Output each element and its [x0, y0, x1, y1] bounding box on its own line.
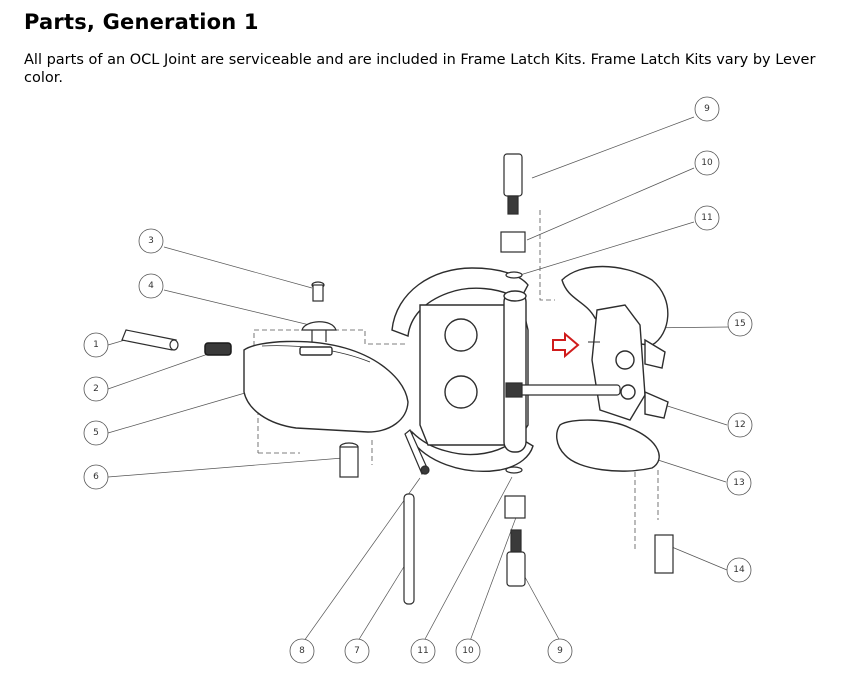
callout-marker: 5 — [83, 420, 109, 446]
callout-marker: 10 — [694, 150, 720, 176]
svg-text:11: 11 — [417, 646, 428, 656]
callout-marker: 13 — [726, 470, 752, 496]
spring-part-2 — [204, 342, 232, 356]
svg-text:7: 7 — [354, 646, 360, 656]
highlight-arrow-icon — [552, 331, 600, 359]
callout-markers: 9 10 11 3 4 15 1 2 12 5 13 6 14 8 7 11 1… — [83, 96, 753, 664]
leader-lines — [107, 116, 729, 642]
callout-marker: 9 — [547, 638, 573, 664]
callout-marker: 1 — [83, 332, 109, 358]
svg-text:15: 15 — [734, 319, 745, 329]
callout-marker: 12 — [727, 412, 753, 438]
screw-part-3 — [311, 281, 325, 302]
svg-text:12: 12 — [734, 420, 745, 430]
svg-text:13: 13 — [733, 478, 744, 488]
callout-marker: 6 — [83, 464, 109, 490]
callout-marker: 9 — [694, 96, 720, 122]
center-body-part — [391, 267, 534, 472]
pin-part-8 — [404, 429, 430, 475]
axle-part — [505, 382, 621, 398]
lever-part — [243, 340, 409, 433]
callout-marker: 10 — [455, 638, 481, 664]
bottom-bushing-part-10 — [504, 495, 526, 519]
page-title: Parts, Generation 1 — [24, 10, 259, 34]
svg-text:9: 9 — [557, 646, 563, 656]
pin-part-1 — [121, 329, 179, 351]
callout-marker: 11 — [410, 638, 436, 664]
callout-marker: 3 — [138, 228, 164, 254]
svg-text:14: 14 — [733, 565, 745, 575]
top-bushing-part-10 — [500, 231, 526, 253]
svg-text:11: 11 — [701, 213, 712, 223]
callout-marker: 11 — [694, 205, 720, 231]
bushing-part-14 — [654, 534, 674, 574]
top-screw-part-9 — [503, 153, 523, 215]
svg-text:1: 1 — [93, 340, 99, 350]
svg-text:8: 8 — [299, 646, 305, 656]
callout-marker: 4 — [138, 273, 164, 299]
svg-text:9: 9 — [704, 104, 710, 114]
bottom-screw-part-9 — [506, 529, 526, 587]
svg-text:4: 4 — [148, 281, 154, 291]
callout-marker: 2 — [83, 376, 109, 402]
rod-part-7 — [403, 493, 415, 605]
bottom-washer-part-11 — [505, 466, 523, 474]
right-housing-part — [556, 265, 669, 472]
callout-marker: 15 — [727, 311, 753, 337]
callout-marker: 8 — [289, 638, 315, 664]
svg-text:10: 10 — [701, 158, 713, 168]
svg-text:10: 10 — [462, 646, 474, 656]
svg-text:2: 2 — [93, 384, 99, 394]
page-description: All parts of an OCL Joint are serviceabl… — [24, 52, 816, 86]
svg-text:3: 3 — [148, 236, 154, 246]
callout-marker: 7 — [344, 638, 370, 664]
bushing-part-6 — [339, 442, 359, 478]
callout-marker: 14 — [726, 557, 752, 583]
svg-text:5: 5 — [93, 428, 99, 438]
svg-text:6: 6 — [93, 472, 99, 482]
clip-part-4 — [301, 321, 337, 342]
top-washer-part-11 — [505, 271, 523, 279]
